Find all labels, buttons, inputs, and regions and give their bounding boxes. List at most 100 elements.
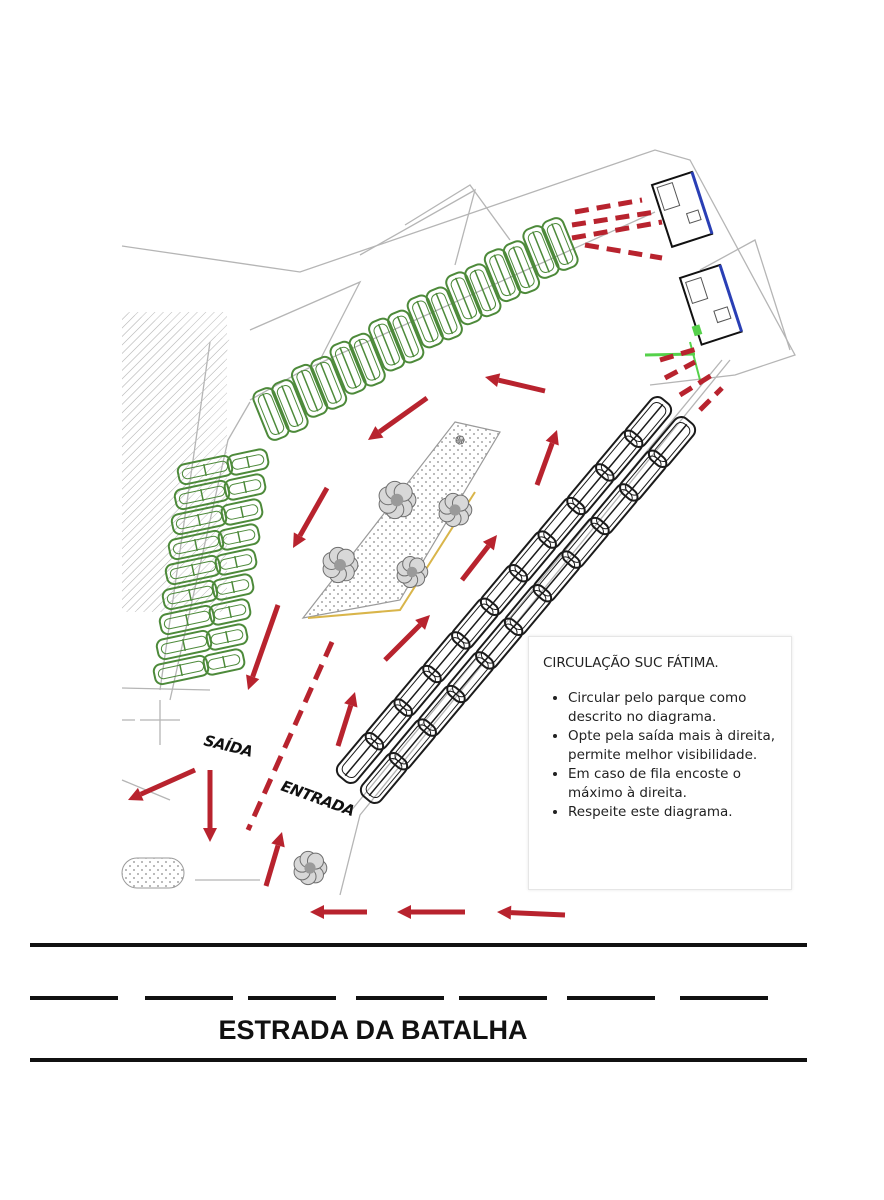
tree-icon — [396, 555, 429, 589]
building-icon — [650, 170, 714, 249]
car-icon — [161, 579, 219, 611]
car-icon — [503, 584, 553, 636]
car-icon — [368, 317, 406, 372]
tree-icon — [455, 435, 465, 445]
arrow-icon — [460, 535, 497, 582]
arrow-icon — [534, 430, 559, 486]
road-dash — [680, 996, 768, 1000]
car-icon — [205, 623, 249, 651]
arrow-icon — [383, 615, 430, 662]
car-icon — [619, 449, 668, 502]
lane-dash — [571, 209, 656, 228]
outer-boundary — [121, 149, 796, 386]
arrow-icon — [335, 692, 358, 747]
lane-dash — [584, 242, 663, 261]
road — [30, 943, 807, 1062]
exit-label: SAÍDA — [202, 730, 255, 760]
lane-markings — [245, 197, 724, 832]
road-dash — [356, 996, 444, 1000]
arrow-icon — [203, 770, 217, 842]
surrounding-polygon — [249, 280, 362, 361]
outer-boundary — [121, 687, 211, 691]
tree-icon — [322, 546, 359, 584]
building-icon — [678, 263, 744, 346]
car-icon — [406, 294, 444, 349]
car-icon — [226, 448, 270, 476]
hatched-area — [122, 312, 230, 610]
car-icon — [393, 664, 442, 717]
lane-dash — [571, 219, 663, 241]
arrow-icon — [310, 905, 367, 919]
road-dash — [145, 996, 233, 1000]
car-icon — [220, 498, 264, 526]
car-icon — [348, 332, 386, 387]
car-icon — [464, 263, 502, 318]
car-icon — [290, 363, 329, 418]
car-icon — [223, 473, 267, 501]
surrounding-polygon — [699, 239, 791, 351]
car-icon — [451, 597, 500, 650]
car-icon — [359, 752, 409, 804]
arrow-icon — [497, 905, 566, 920]
arrow-icon — [368, 395, 429, 440]
legend-list: Circular pelo parque como descrito no di… — [541, 689, 786, 822]
car-icon — [155, 629, 213, 661]
legend-item: Circular pelo parque como descrito no di… — [568, 689, 786, 727]
car-icon — [502, 240, 541, 295]
car-icon — [252, 387, 290, 441]
car-icon — [508, 530, 557, 583]
tree-icon — [378, 480, 417, 520]
dotted-planter — [121, 857, 185, 889]
tree-icon — [293, 850, 328, 886]
car-icon — [475, 617, 524, 670]
cross-mark — [140, 700, 180, 745]
lane-dash — [678, 372, 714, 398]
lane-divider — [245, 640, 335, 832]
car-icon — [422, 631, 471, 684]
car-icon — [595, 429, 644, 482]
car-icon — [417, 684, 466, 737]
car-icon — [561, 516, 610, 569]
island-yellow-edge — [307, 491, 476, 619]
car-icon — [483, 248, 522, 303]
traffic-arrows — [128, 373, 566, 920]
car-icon — [623, 396, 673, 448]
car-icon — [537, 496, 586, 549]
car-icon — [446, 651, 495, 704]
road-name: ESTRADA DA BATALHA — [218, 1015, 528, 1045]
legend-item: Opte pela saída mais à direita, permite … — [568, 727, 786, 765]
surrounding-polygon — [404, 184, 511, 241]
road-dash — [459, 996, 547, 1000]
car-icon — [364, 698, 413, 751]
surrounding-polygon — [359, 188, 477, 266]
road-center-dashes — [30, 996, 768, 1000]
car-icon — [329, 340, 367, 395]
lane-dash — [698, 386, 724, 412]
arrow-icon — [128, 767, 197, 801]
arrow-icon — [397, 905, 465, 919]
lane-dash — [574, 197, 643, 215]
road-dash — [248, 996, 336, 1000]
car-icon — [214, 548, 258, 576]
car-icon — [211, 573, 255, 601]
legend-title: CIRCULAÇÃO SUC FÁTIMA. — [543, 655, 719, 671]
car-icon — [271, 379, 309, 433]
arrow-icon — [246, 604, 281, 690]
car-icon — [176, 454, 234, 486]
parking-row-green — [152, 217, 579, 686]
lane-dash — [659, 345, 701, 363]
car-icon — [532, 550, 581, 603]
car-icon — [425, 286, 463, 341]
car-icon — [387, 309, 425, 364]
road-dash — [30, 996, 118, 1000]
car-icon — [202, 648, 246, 676]
trees — [293, 435, 473, 886]
inner-boundary — [169, 401, 251, 701]
legend-box: CIRCULAÇÃO SUC FÁTIMA. Circular pelo par… — [528, 636, 792, 890]
car-icon — [522, 225, 560, 279]
car-icon — [309, 355, 348, 410]
car-icon — [479, 564, 529, 616]
arrow-icon — [485, 373, 546, 394]
green-marker — [689, 341, 701, 381]
